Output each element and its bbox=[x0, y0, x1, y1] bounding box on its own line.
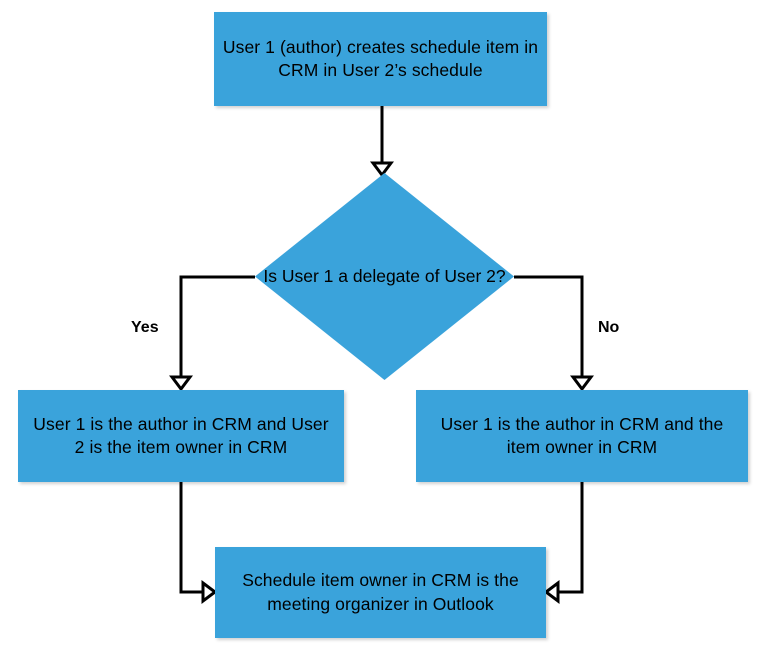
node-decision-label: Is User 1 a delegate of User 2? bbox=[263, 265, 506, 286]
node-yes-outcome-label: User 1 is the author in CRM and User 2 i… bbox=[33, 413, 329, 457]
node-end[interactable]: Schedule item owner in CRM is the meetin… bbox=[215, 547, 546, 638]
node-decision[interactable]: Is User 1 a delegate of User 2? bbox=[255, 173, 514, 380]
node-start[interactable]: User 1 (author) creates schedule item in… bbox=[214, 12, 547, 106]
edge-start-to-decision bbox=[370, 106, 394, 178]
node-yes-outcome[interactable]: User 1 is the author in CRM and User 2 i… bbox=[18, 390, 344, 482]
node-no-outcome-label: User 1 is the author in CRM and the item… bbox=[440, 413, 724, 457]
edge-yes-to-end bbox=[179, 482, 218, 604]
edge-decision-to-no bbox=[514, 275, 594, 392]
edge-label-no: No bbox=[598, 319, 620, 336]
node-end-label: Schedule item owner in CRM is the meetin… bbox=[242, 570, 519, 614]
edge-no-to-end bbox=[543, 482, 584, 604]
node-no-outcome[interactable]: User 1 is the author in CRM and the item… bbox=[416, 390, 748, 482]
node-start-label: User 1 (author) creates schedule item in… bbox=[222, 36, 539, 80]
edge-label-yes: Yes bbox=[131, 319, 159, 336]
edge-decision-to-yes bbox=[169, 275, 255, 392]
